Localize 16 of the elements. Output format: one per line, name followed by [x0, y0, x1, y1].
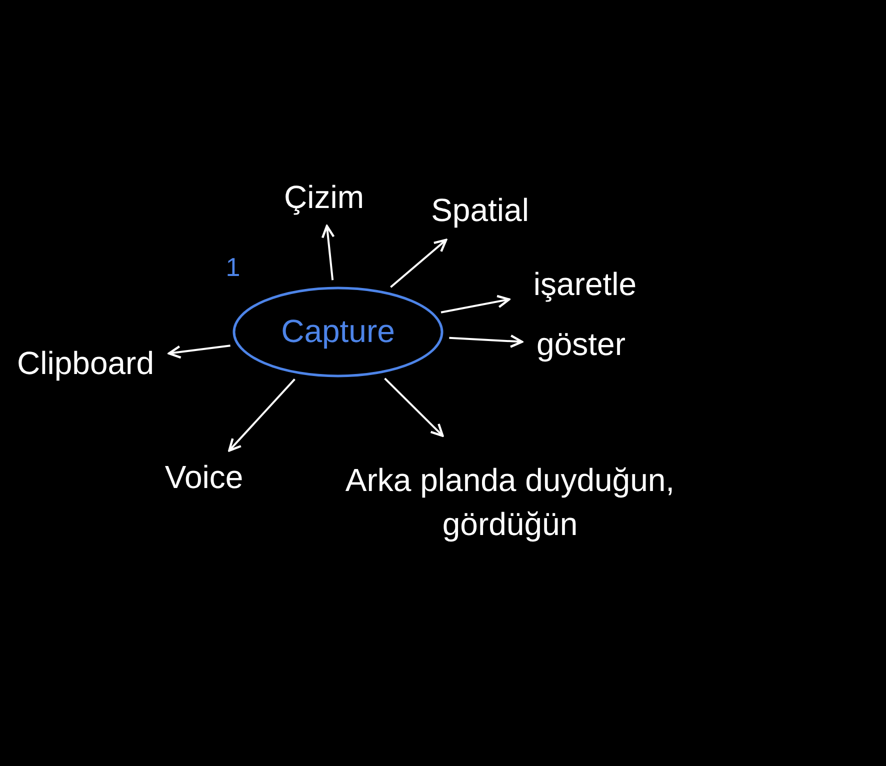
- branch-topic: Clipboard: [17, 344, 154, 384]
- arrow: [321, 224, 335, 280]
- branch-topic: göster: [536, 325, 626, 364]
- branch-topic: Spatial: [431, 191, 529, 230]
- branch-topic: Voice: [164, 458, 244, 498]
- arrow: [390, 238, 448, 288]
- arrow: [384, 378, 444, 437]
- arrow: [228, 378, 296, 452]
- branch-topic: Çizim: [284, 178, 364, 218]
- arrow: [440, 294, 510, 314]
- arrow: [449, 334, 524, 348]
- central-topic: Capture: [281, 312, 395, 352]
- number-label: 1: [226, 251, 240, 284]
- arrow: [168, 344, 230, 359]
- branch-topic: işaretle: [533, 265, 637, 304]
- branch-topic: Arka planda duyduğun, gördüğün: [345, 461, 675, 544]
